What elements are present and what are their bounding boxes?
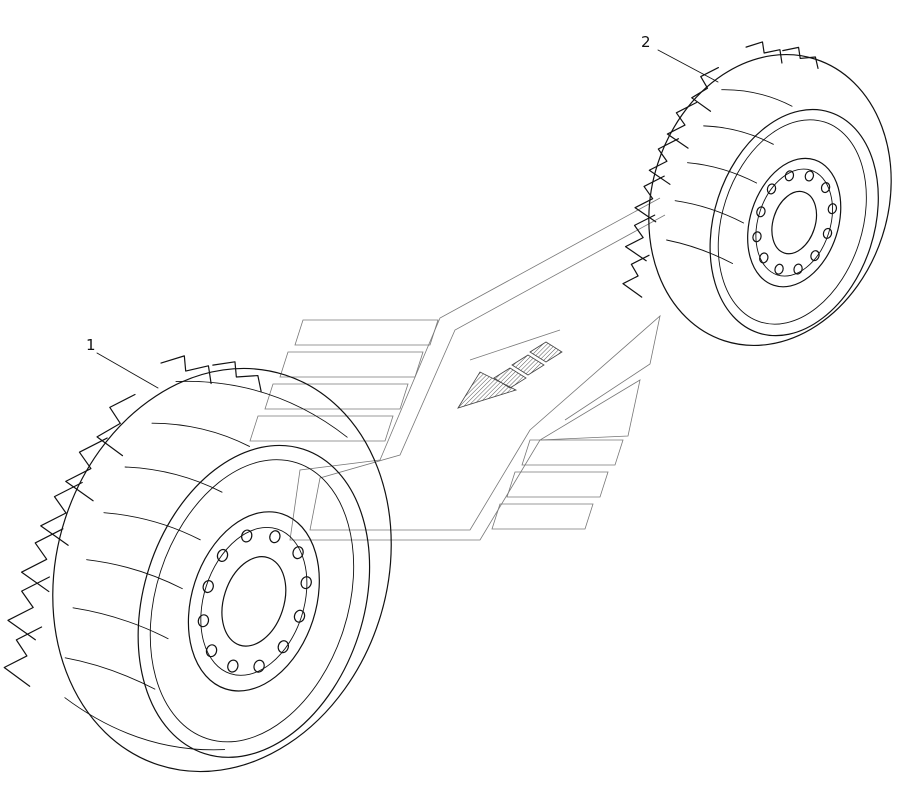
watermark-stripes-left: [249, 319, 439, 442]
tire-2-hub: [747, 157, 842, 288]
watermark-stripes-right: [491, 439, 624, 530]
tire-1-body: [52, 367, 392, 773]
tire-1-tread-grooves: [64, 422, 250, 690]
leader-line-1: [96, 352, 159, 389]
tire-2-tread: [622, 41, 819, 298]
tire-1-lug-nuts: [197, 529, 312, 673]
tire-1-hub: [187, 511, 320, 692]
tire-1: [3, 355, 392, 773]
watermark-logo: [249, 197, 666, 541]
tire-2-tread-grooves: [666, 89, 793, 264]
leader-line-2: [657, 49, 719, 83]
callout-label-2: 2: [641, 33, 651, 51]
tire-2-lug-nuts: [752, 170, 838, 275]
watermark-arrow: [457, 341, 563, 409]
tire-2: [622, 41, 892, 347]
watermark-swoosh: [289, 197, 666, 541]
callout-label-1: 1: [86, 336, 96, 354]
tire-1-tread: [3, 355, 262, 687]
